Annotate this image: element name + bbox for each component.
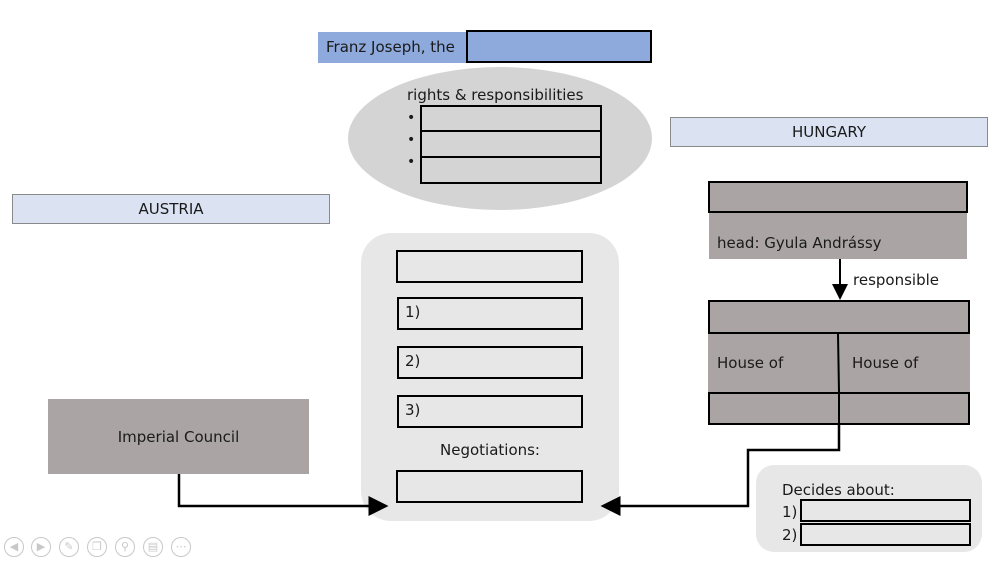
rights-blank-3 — [420, 156, 602, 184]
rights-heading: rights & responsibilities — [407, 86, 584, 104]
bullet: • — [407, 132, 416, 148]
hungary-head: head: Gyula Andrássy — [717, 234, 882, 252]
house-right-label: House of — [852, 354, 919, 372]
copy-icon[interactable]: ❐ — [87, 537, 107, 557]
title-prefix: Franz Joseph, the — [326, 38, 455, 56]
center-item-3: 3) — [397, 395, 583, 428]
responsible-label: responsible — [853, 271, 939, 289]
subtitle-icon[interactable]: ▤ — [143, 537, 163, 557]
imperial-council-label: Imperial Council — [117, 427, 240, 446]
prev-icon[interactable]: ◀ — [4, 537, 24, 557]
bullet: • — [407, 154, 416, 170]
rights-blank-1 — [420, 105, 602, 133]
council-arrow — [177, 474, 389, 516]
zoom-icon[interactable]: ⚲ — [115, 537, 135, 557]
play-icon[interactable]: ▶ — [31, 537, 51, 557]
decides-title: Decides about: — [782, 481, 895, 499]
decides-item-1: 1) — [782, 503, 798, 521]
negotiations-blank — [396, 470, 583, 503]
house-divider — [837, 333, 840, 393]
austria-label: AUSTRIA — [12, 194, 330, 224]
negotiations-label: Negotiations: — [440, 441, 540, 459]
imperial-council-box: Imperial Council — [48, 399, 309, 474]
hungary-government-blank — [708, 181, 968, 213]
more-icon[interactable]: ⋯ — [171, 537, 191, 557]
center-blank-top — [396, 250, 583, 283]
house-left-label: House of — [717, 354, 784, 372]
house-right-blank — [838, 392, 970, 425]
hungary-label: HUNGARY — [670, 117, 988, 147]
decides-blank-1 — [800, 499, 971, 522]
center-item-2: 2) — [397, 346, 583, 379]
title-bar: Franz Joseph, the — [318, 32, 468, 63]
pen-icon[interactable]: ✎ — [59, 537, 79, 557]
title-blank-box — [466, 30, 652, 63]
parliament-blank — [708, 300, 970, 334]
decides-item-2: 2) — [782, 526, 798, 544]
decides-blank-2 — [800, 523, 971, 546]
center-item-1: 1) — [397, 297, 583, 330]
parliament-arrow — [600, 425, 841, 516]
bullet: • — [407, 110, 416, 126]
